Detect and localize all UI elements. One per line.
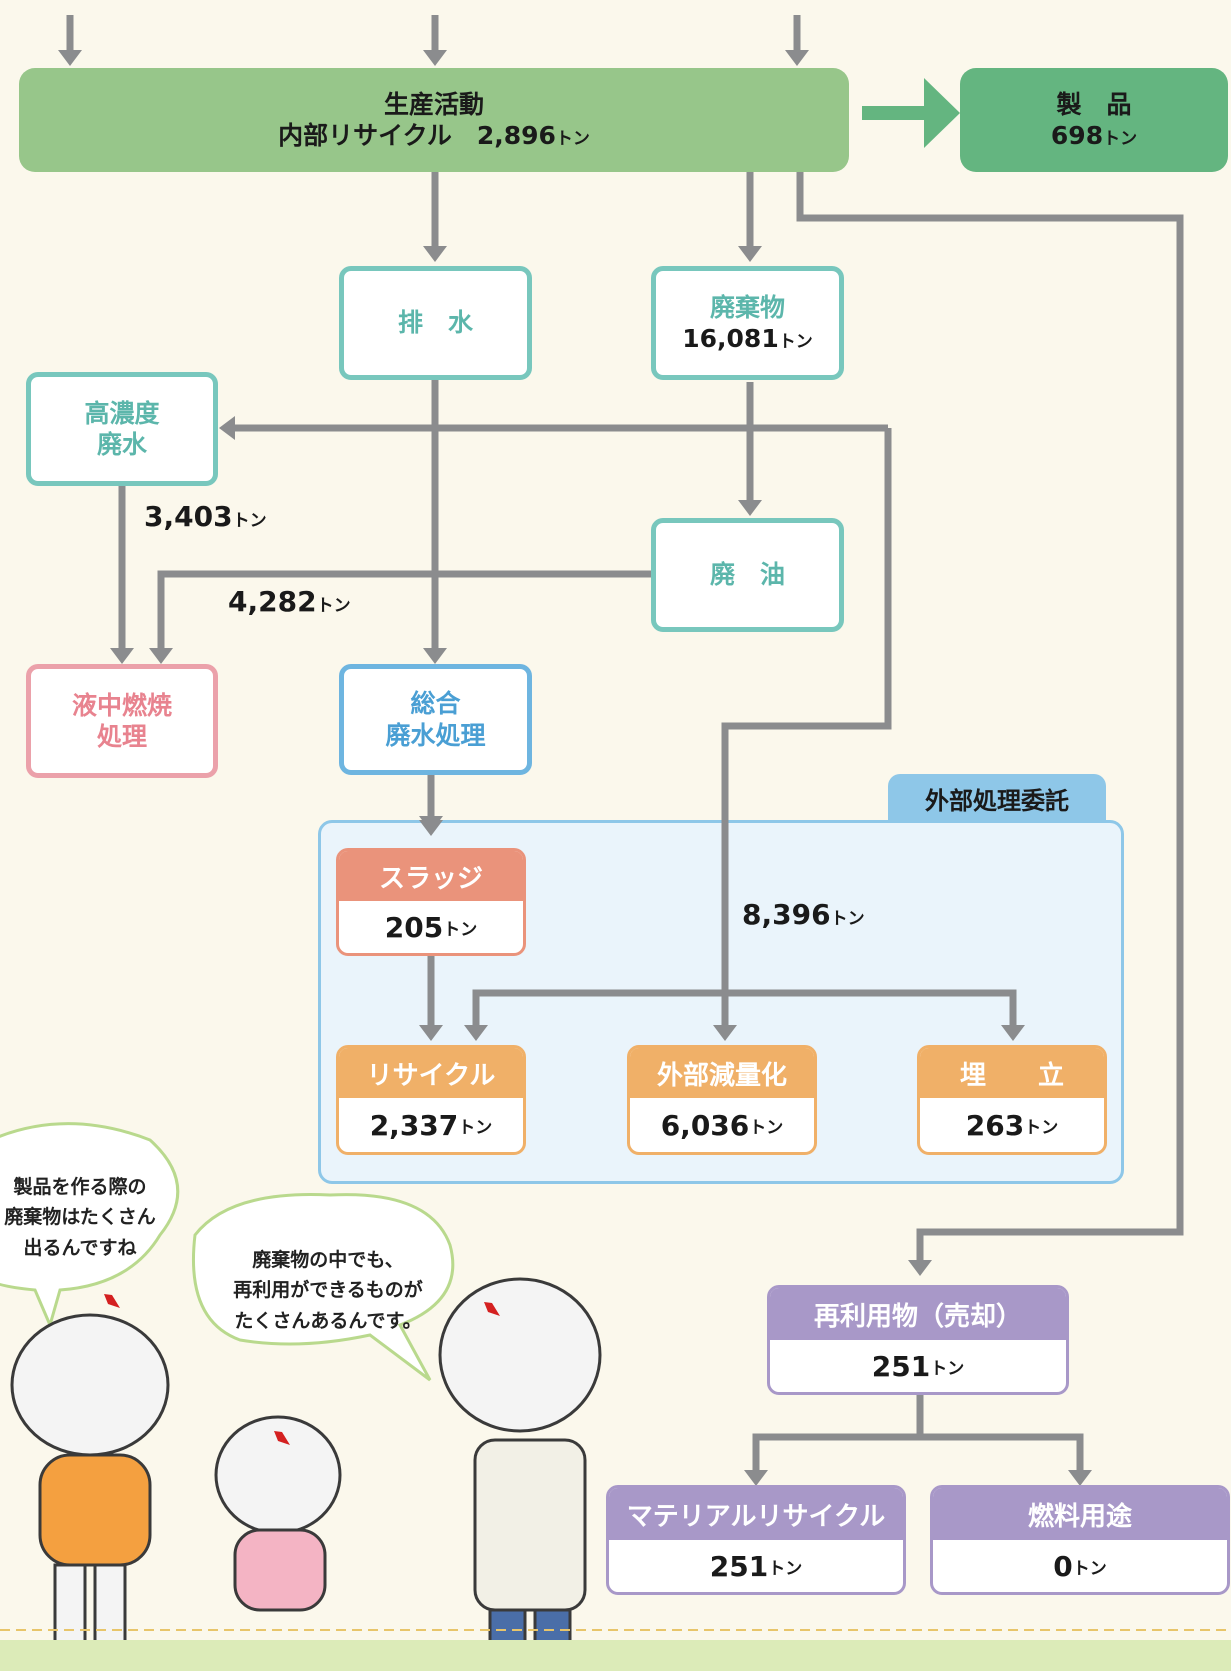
reduction-value: 6,036 <box>660 1108 750 1142</box>
waste-oil-box: 廃 油 <box>651 518 844 632</box>
waste-oil-amount: 4,282トン <box>228 585 351 618</box>
high-concentration-box: 高濃度 廃水 <box>26 372 218 486</box>
waste-box: 廃棄物 16,081トン <box>651 266 844 380</box>
speech-bubble-middle: 廃棄物の中でも、 再利用ができるものが たくさんあるんです。 <box>233 1249 423 1332</box>
liquid-incineration-line2: 処理 <box>96 722 147 751</box>
liquid-incineration-line1: 液中燃焼 <box>71 690 172 720</box>
sludge-title: スラッジ <box>339 851 523 901</box>
waste-oil-title: 廃 油 <box>709 560 785 590</box>
external-tab: 外部処理委託 <box>888 774 1106 822</box>
general-treatment-box: 総合 廃水処理 <box>339 664 532 775</box>
waste-unit: トン <box>778 332 813 352</box>
production-unit: トン <box>555 129 590 149</box>
liquid-incineration-box: 液中燃焼 処理 <box>26 664 218 778</box>
product-title: 製 品 <box>1056 89 1132 119</box>
production-box: 生産活動 内部リサイクル 2,896トン <box>19 68 849 172</box>
general-treatment-line2: 廃水処理 <box>385 720 486 750</box>
product-value: 698 <box>1050 121 1104 150</box>
production-internal-recycle: 内部リサイクル 2,896 <box>278 121 556 150</box>
material-recycle-title: マテリアルリサイクル <box>609 1488 903 1540</box>
reuse-value: 251 <box>871 1349 931 1383</box>
high-concentration-line2: 廃水 <box>96 430 147 459</box>
high-concentration-line1: 高濃度 <box>84 398 160 428</box>
waste-value: 16,081 <box>682 324 779 353</box>
speech-bubble-left: 製品を作る際の 廃棄物はたくさん 出るんですね <box>4 1176 156 1259</box>
product-box: 製 品 698トン <box>960 68 1228 172</box>
fuel-use-title: 燃料用途 <box>933 1488 1227 1540</box>
external-title: 外部処理委託 <box>925 786 1069 815</box>
drainage-title: 排 水 <box>397 308 473 338</box>
fuel-use-value: 0 <box>1053 1549 1073 1583</box>
material-recycle-value: 251 <box>709 1549 769 1583</box>
landfill-value: 263 <box>965 1108 1025 1142</box>
high-concentration-amount: 3,403トン <box>144 500 267 533</box>
recycle-title: リサイクル <box>339 1048 523 1098</box>
sludge-value: 205 <box>384 910 444 944</box>
production-title: 生産活動 <box>383 89 484 119</box>
general-treatment-line1: 総合 <box>410 689 461 719</box>
product-arrow <box>862 78 960 148</box>
product-unit: トン <box>1103 129 1138 149</box>
waste-title: 廃棄物 <box>709 292 785 322</box>
recycle-value: 2,337 <box>369 1108 459 1142</box>
reduction-title: 外部減量化 <box>630 1048 814 1098</box>
landfill-title: 埋 立 <box>920 1048 1104 1098</box>
drainage-box: 排 水 <box>339 266 532 380</box>
reuse-title: 再利用物（売却） <box>770 1288 1066 1340</box>
external-amount: 8,396トン <box>742 898 865 931</box>
